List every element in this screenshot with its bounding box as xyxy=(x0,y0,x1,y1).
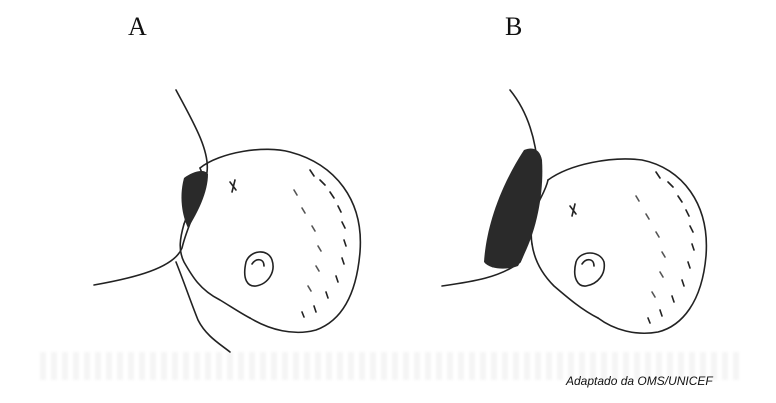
panel-b-illustration xyxy=(430,0,740,403)
baby-head-outline xyxy=(548,159,706,333)
areola-fill-small xyxy=(181,171,208,228)
baby-eye xyxy=(570,204,576,216)
baby-ear xyxy=(245,252,273,286)
baby-chin-outline xyxy=(532,244,598,318)
panel-a-illustration xyxy=(80,0,390,403)
baby-ear xyxy=(575,253,605,286)
baby-eye xyxy=(230,180,236,192)
baby-head-outline xyxy=(200,149,360,332)
baby-chin-outline xyxy=(180,224,250,318)
source-credit: Adaptado da OMS/UNICEF xyxy=(566,374,713,388)
